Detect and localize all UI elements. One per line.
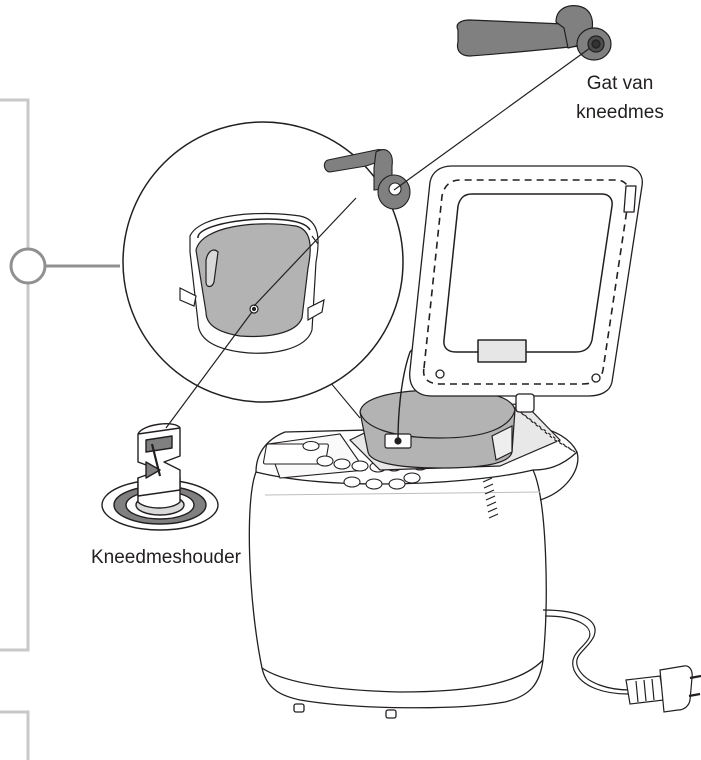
kneading-blade-large <box>456 5 612 61</box>
panel-button <box>333 458 351 470</box>
leader-line-blade-hole <box>393 47 591 191</box>
kneading-blade-holder <box>101 423 219 531</box>
panel-button <box>351 460 369 472</box>
bread-pan <box>359 389 516 469</box>
left-bracket-frame <box>0 98 30 760</box>
zoomed-kneading-blade <box>323 149 411 210</box>
lid-window <box>443 193 613 353</box>
panel-button <box>403 472 421 484</box>
lid-vent <box>477 339 527 363</box>
leader-lines <box>165 47 591 429</box>
leader-line-blade-hole-pan <box>253 197 357 307</box>
panel-button <box>343 476 361 488</box>
bracket-connector <box>9 247 120 285</box>
panel-button <box>316 455 334 467</box>
vent-slots <box>482 477 499 519</box>
panel-button <box>388 478 406 490</box>
power-cord <box>542 609 631 695</box>
baking-chamber <box>348 341 576 471</box>
label-kneading-blade-hole-line2: kneedmes <box>576 102 664 123</box>
power-plug <box>625 665 701 713</box>
zoomed-bread-pan <box>179 212 325 354</box>
panel-button <box>365 478 383 490</box>
leader-line-blade-holder <box>165 311 253 429</box>
label-kneading-blade-hole-line1: Gat van <box>587 73 654 94</box>
lid <box>409 165 643 413</box>
label-kneading-blade-holder: Kneedmeshouder <box>91 547 242 568</box>
panel-button <box>302 440 320 452</box>
label-kneading-blade-hole: Gat van kneedmes <box>576 73 664 123</box>
control-panel <box>262 433 429 490</box>
